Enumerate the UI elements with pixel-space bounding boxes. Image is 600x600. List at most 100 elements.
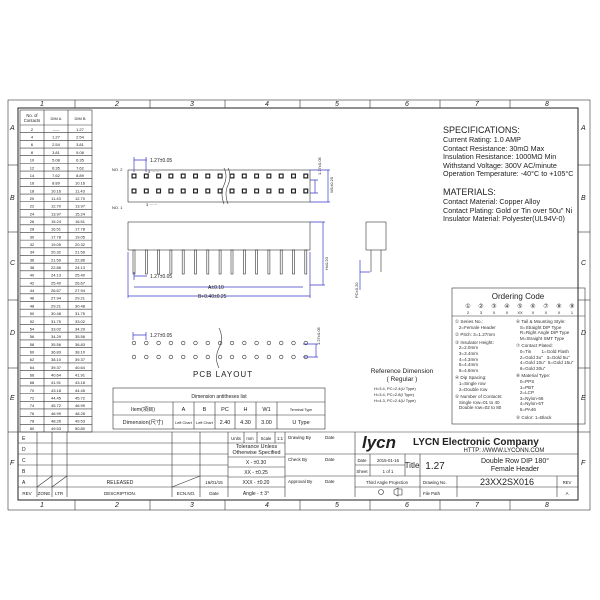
row-marker: F — [581, 460, 586, 467]
pcb-hole — [229, 354, 235, 360]
table-cell: 34.29 — [51, 334, 62, 339]
table-cell: 7.62 — [76, 165, 85, 170]
table-cell: 35.56 — [75, 334, 86, 339]
table-cell: 34 — [30, 250, 35, 255]
units-label: Units — [231, 436, 241, 441]
top-view: NO. 2 NO. 1 4 ······ 3 ······ 1.27±0.05 … — [112, 156, 334, 210]
dimension-value: U Type — [292, 420, 309, 426]
table-cell: 11.43 — [75, 188, 85, 193]
projection-symbol-icon — [378, 489, 384, 495]
column-marker: 7 — [475, 502, 480, 509]
date-label: Date — [325, 479, 335, 484]
end-view: PC±0.20 — [354, 221, 387, 298]
row-marker: A — [580, 125, 586, 132]
table-cell: 26 — [30, 219, 35, 224]
dimension-value: Dimension(尺寸) — [123, 418, 164, 426]
column-marker: 4 — [265, 101, 269, 108]
ordering-legend-line: 2=Female Header — [455, 324, 496, 330]
pcb-hole — [193, 340, 198, 346]
table-cell: 30.48 — [51, 311, 62, 316]
row-marker: A — [9, 125, 15, 132]
pcb-hole — [156, 340, 161, 346]
table-cell: 40.64 — [51, 372, 62, 377]
table-cell: 40.64 — [75, 365, 86, 370]
code-position: ⑨ — [569, 303, 574, 310]
table-cell: 10.16 — [75, 181, 86, 186]
column-marker: 2 — [114, 502, 119, 509]
pin-leg — [243, 249, 246, 275]
table-cell: 76 — [30, 411, 35, 416]
dimension-header: PC — [221, 407, 229, 413]
ordering-legend-line: 1=PBT — [516, 384, 535, 390]
outer-frame — [7, 99, 591, 511]
table-cell: 36.83 — [75, 342, 86, 347]
company-name: LYCN Electronic Company — [413, 437, 539, 448]
pcb-hole — [168, 354, 173, 360]
title-label: Title — [405, 461, 420, 470]
released-text: RELEASED — [107, 480, 134, 486]
ordering-legend-line: 5=4.4mm — [455, 362, 479, 368]
table-cell: 41.91 — [51, 380, 62, 385]
dimension-value: Left Chart — [175, 421, 193, 425]
rev-row-label: E — [22, 436, 26, 442]
row-marker: D — [10, 330, 15, 337]
pcb-hole — [291, 340, 296, 346]
ordering-legend-line: 4=Gold 10u" 5=Gold 15u" — [516, 360, 574, 366]
rev-row-label: A — [22, 480, 26, 486]
pcb-layout-label: PCB LAYOUT — [193, 370, 253, 379]
contact-hole — [267, 174, 271, 178]
table-cell: 1.27 — [52, 135, 61, 140]
code-value: X — [506, 310, 509, 315]
table-cell: 1.27 — [76, 127, 85, 132]
dimension-value: 3.00 — [261, 420, 272, 426]
code-position: ② — [478, 303, 483, 310]
pin-leg — [218, 249, 222, 275]
table-cell: 2.54 — [76, 135, 85, 140]
table-cell: 11.43 — [51, 196, 61, 201]
pcb-hole — [218, 354, 223, 360]
date-label: Date — [357, 458, 367, 463]
table-cell: 24 — [30, 211, 35, 216]
table-cell: 31.75 — [51, 319, 62, 324]
table-cell: 31.75 — [75, 311, 86, 316]
file-path-label: File Path — [423, 491, 441, 496]
pin-leg — [279, 249, 283, 275]
divider — [36, 475, 53, 488]
table-cell: 41.91 — [75, 372, 86, 377]
dimension-header: B — [203, 407, 207, 413]
footer-label: DESCRIPTION. — [104, 491, 136, 496]
pcb-hole — [131, 354, 137, 360]
table-cell: 28 — [30, 227, 35, 232]
contact-hole — [255, 189, 258, 193]
ordering-legend-line: M=Straight SMT Type — [516, 335, 565, 341]
pcb-hole — [181, 340, 186, 346]
dim-a: A±0.10 — [208, 285, 224, 291]
contact-hole — [304, 189, 308, 193]
spec-item: Insulation Resistance: 1000MΩ Min — [443, 152, 557, 162]
company-logo: lycn — [362, 433, 396, 452]
table-cell: 49.53 — [75, 419, 86, 424]
contact-hole — [292, 189, 295, 193]
footer-label: ZONE — [38, 491, 51, 496]
dim-pcb-pitch: 1.27±0.05 — [150, 333, 172, 339]
spec-item: Contact Resistance: 30mΩ Max — [443, 143, 545, 153]
table-cell: 33.02 — [75, 319, 86, 324]
code-value: 1 — [571, 310, 574, 315]
row-marker: D — [581, 330, 586, 337]
pcb-layout: 1.27±0.05 1.27±0.05 PCB LAYOUT — [131, 326, 321, 379]
dim-w1: W1±0.20 — [329, 176, 334, 193]
code-value: X — [532, 310, 535, 315]
pin-leg — [255, 249, 258, 275]
rev-label: REV — [563, 480, 572, 485]
tolerance-title-box: Tolerance Unless Otherwise Specified — [233, 444, 281, 456]
table-cell: 13.97 — [75, 204, 86, 209]
ordering-legend-line: 4=4.3mm — [455, 356, 479, 362]
table-cell: 30.48 — [75, 303, 86, 308]
code-value: X — [558, 310, 561, 315]
approval-by-label: Approval By — [288, 479, 313, 484]
table-cell: 78 — [30, 419, 35, 424]
dimension-header: Item(項目) — [131, 406, 155, 413]
dimension-header: A — [182, 407, 186, 413]
